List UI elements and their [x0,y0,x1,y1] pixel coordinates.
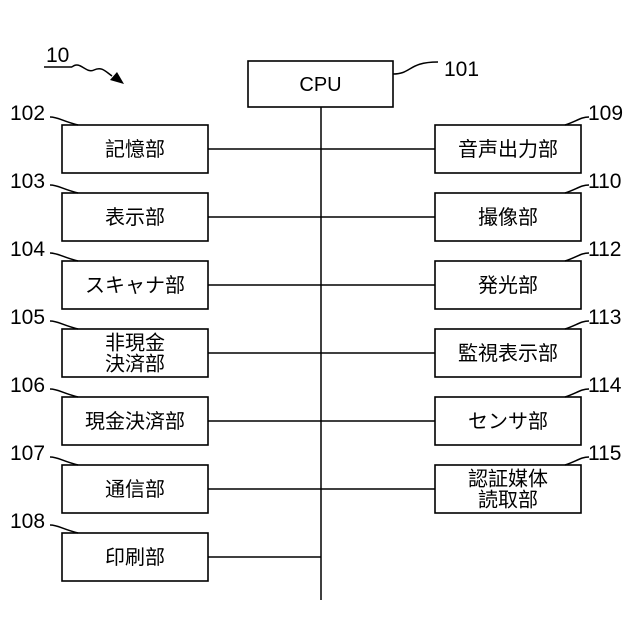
ref-leader [50,389,78,397]
unit-ref-label: 104 [10,238,45,261]
unit-label: 監視表示部 [458,341,558,365]
unit-ref-label: 114 [588,374,622,397]
left-unit-107: 通信部 107 [10,442,321,513]
unit-label: 音声出力部 [458,137,558,161]
unit-ref-label: 108 [10,510,45,533]
right-unit-109: 音声出力部 109 [321,102,623,173]
unit-label: センサ部 [468,409,548,433]
ref-leader [50,253,78,261]
left-unit-103: 表示部 103 [10,170,321,241]
right-unit-112: 発光部 112 [321,238,621,309]
ref-leader [50,457,78,465]
unit-ref-label: 103 [10,170,45,193]
left-unit-104: スキャナ部 104 [10,238,321,309]
system-ref-label: 10 [46,44,69,67]
unit-ref-label: 110 [588,170,621,193]
ref-leader [50,117,78,125]
unit-label: 発光部 [478,273,538,297]
unit-label: スキャナ部 [85,273,185,297]
unit-ref-label: 105 [10,306,45,329]
ref-leader [50,321,78,329]
unit-label: 決済部 [105,352,165,376]
unit-ref-label: 106 [10,374,45,397]
unit-ref-label: 109 [588,102,623,125]
ref-leader [50,185,78,193]
right-unit-110: 撮像部 110 [321,170,621,241]
unit-label: 撮像部 [478,205,538,229]
unit-label: 記憶部 [105,137,165,161]
unit-ref-label: 112 [588,238,621,261]
cpu-ref-label: 101 [444,58,479,81]
left-unit-108: 印刷部 108 [10,510,321,581]
cpu-label: CPU [299,74,341,96]
right-unit-115: 認証媒体読取部115 [321,442,621,513]
ref-leader [565,117,589,125]
cpu-ref-leader [393,62,438,74]
left-unit-106: 現金決済部 106 [10,374,321,445]
right-unit-114: センサ部 114 [321,374,622,445]
left-units: 記憶部102表示部103スキャナ部104非現金決済部105現金決済部106通信部… [10,102,321,581]
ref-leader [565,321,589,329]
left-unit-102: 記憶部 102 [10,102,321,173]
system-ref-arrowhead [110,72,124,84]
ref-leader [565,253,589,261]
ref-leader [565,185,589,193]
unit-label: 表示部 [105,205,165,229]
cpu-block: CPU 101 [248,58,479,107]
ref-leader [50,525,78,533]
ref-leader [565,389,589,397]
unit-ref-label: 113 [588,306,621,329]
ref-leader [565,457,589,465]
unit-label: 読取部 [478,488,538,512]
unit-label: 現金決済部 [85,409,185,433]
right-units: 音声出力部109撮像部110発光部112監視表示部113センサ部114認証媒体読… [321,102,623,513]
unit-ref-label: 107 [10,442,45,465]
right-unit-113: 監視表示部 113 [321,306,621,377]
unit-label: 通信部 [105,477,165,501]
system-ref-wavy-arrow [72,65,112,76]
unit-ref-label: 115 [588,442,621,465]
unit-label: 印刷部 [105,545,165,569]
left-unit-105: 非現金決済部105 [10,306,321,377]
system-reference: 10 [44,44,124,84]
unit-ref-label: 102 [10,102,45,125]
